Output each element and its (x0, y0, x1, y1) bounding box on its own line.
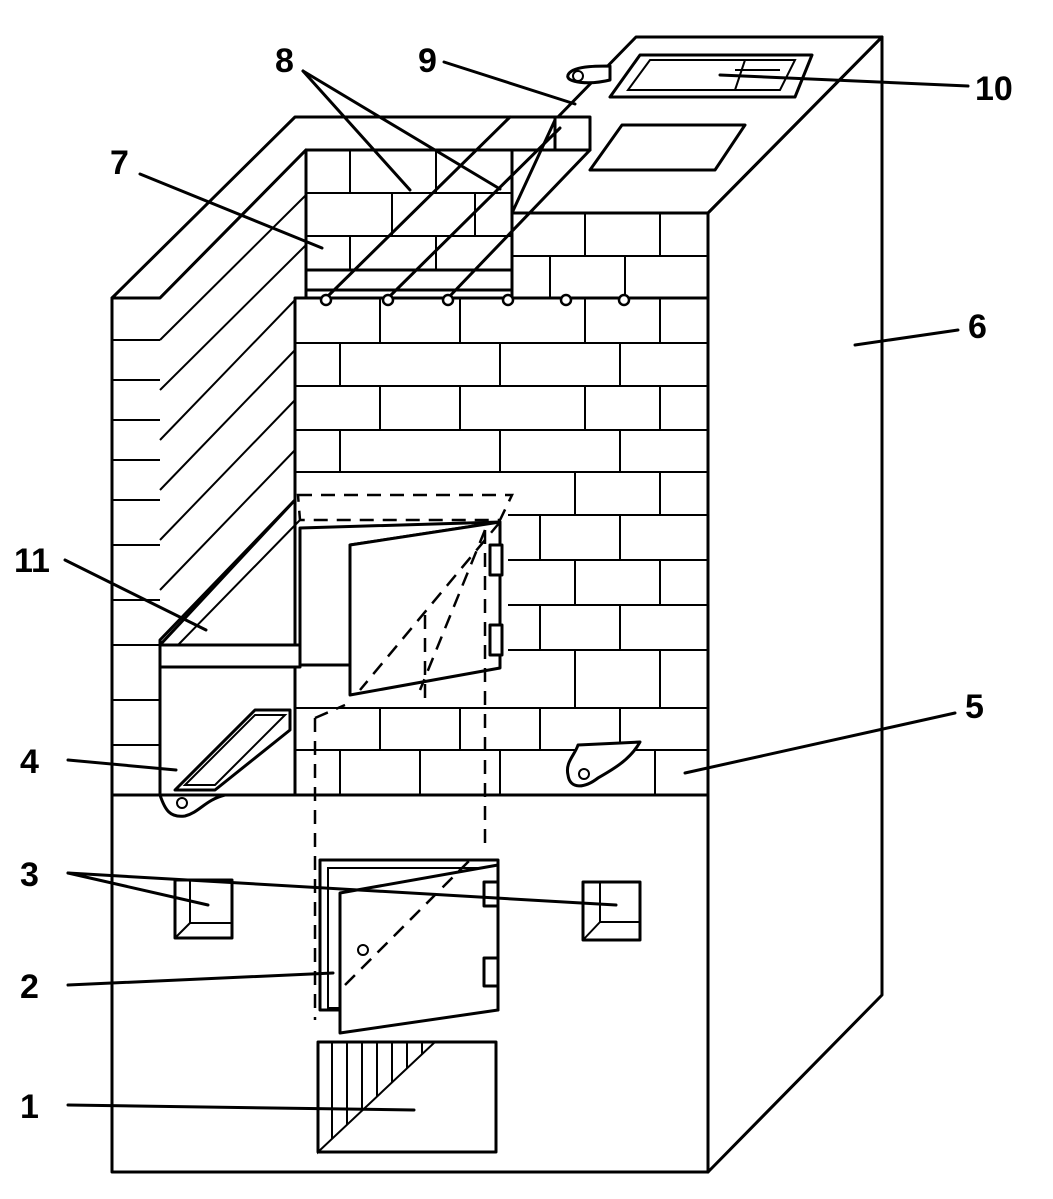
callout-labels: 1 2 3 4 5 6 7 8 9 10 11 (14, 42, 1013, 1126)
leader-8b (301, 69, 502, 191)
leader-11 (63, 558, 208, 632)
callout-9: 9 (418, 42, 437, 80)
leader-3a (66, 871, 210, 907)
callout-1: 1 (20, 1088, 39, 1126)
firebox-door[interactable] (338, 863, 500, 1035)
callout-5: 5 (965, 688, 984, 726)
leader-7 (138, 172, 324, 250)
leader-4 (66, 758, 178, 772)
cooktop (553, 53, 814, 172)
ash-door (316, 1040, 498, 1155)
callout-8: 8 (275, 42, 294, 80)
leader-9 (442, 60, 577, 106)
grate-bars (319, 115, 631, 307)
callout-7: 7 (110, 144, 129, 182)
leader-2 (66, 971, 335, 987)
callout-6: 6 (968, 308, 987, 346)
outer-casing (110, 35, 884, 1174)
flue-dashed-outline (313, 703, 346, 1020)
leader-5 (683, 711, 957, 775)
leader-8a (301, 69, 412, 192)
leader-3b (66, 871, 618, 907)
callout-11: 11 (14, 542, 50, 580)
leader-1 (66, 1103, 416, 1112)
callout-2: 2 (20, 968, 39, 1006)
callout-10: 10 (975, 70, 1013, 108)
callout-3: 3 (20, 856, 39, 894)
shelf (158, 498, 302, 669)
upper-brick-wall (304, 148, 710, 300)
leader-lines (63, 60, 970, 1112)
leader-10 (718, 73, 970, 88)
leader-6 (853, 328, 960, 347)
firebox (318, 858, 500, 1035)
air-vents (173, 878, 642, 942)
cleanout-plug (565, 740, 642, 788)
ash-pit-cleanout (158, 708, 292, 818)
oven-chamber (296, 493, 514, 845)
callout-4: 4 (20, 743, 39, 781)
left-side-wall (110, 148, 308, 797)
